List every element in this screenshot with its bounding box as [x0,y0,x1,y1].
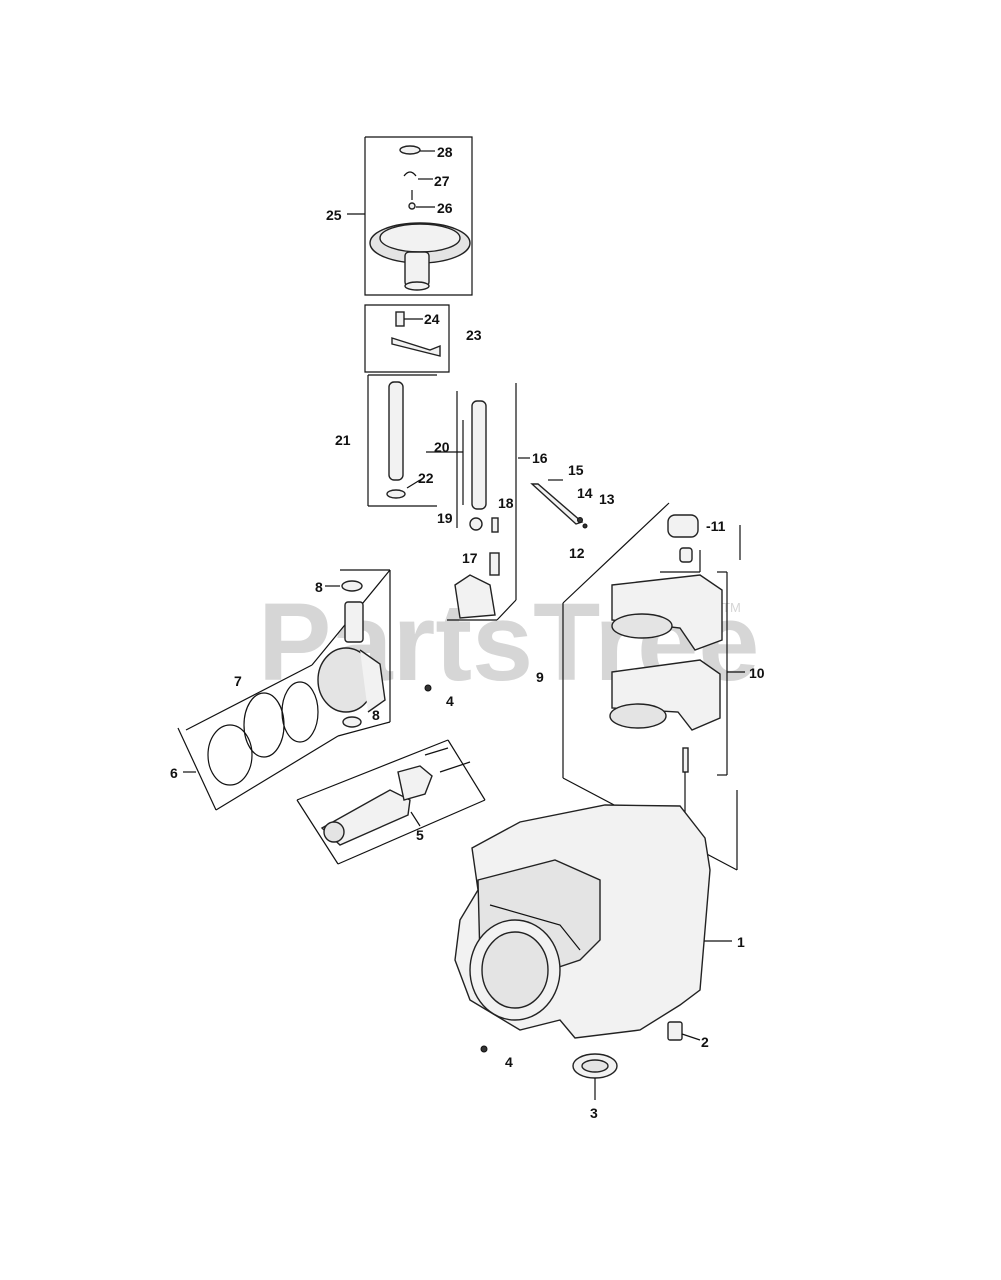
pin-18 [491,517,499,533]
callout-24[interactable]: 24 [424,311,440,327]
clip-8-lower [342,716,362,728]
callout-4-upper[interactable]: 4 [446,693,454,709]
callout-27[interactable]: 27 [434,173,450,189]
lever-arm [391,337,441,357]
callout-21[interactable]: 21 [335,432,351,448]
cap-11 [667,514,699,538]
ring-2 [243,692,285,758]
crankcase-group [454,804,732,1100]
screw-24 [395,311,405,327]
governor-shaft-group [367,374,437,507]
watermark-trademark: TM [722,600,741,615]
callout-5[interactable]: 5 [416,827,424,843]
callout-16[interactable]: 16 [532,450,548,466]
callout-17[interactable]: 17 [462,550,478,566]
callout-26[interactable]: 26 [437,200,453,216]
plug-2 [667,1021,683,1041]
callout-8-upper[interactable]: 8 [315,579,323,595]
oil-pump-group [426,383,530,621]
callout-14[interactable]: 14 [577,485,593,501]
callout-6[interactable]: 6 [170,765,178,781]
governor-shaft [388,381,404,481]
callout-1[interactable]: 1 [737,934,745,950]
callout-13[interactable]: 13 [599,491,615,507]
callout-28[interactable]: 28 [437,144,453,160]
connecting-rod-group [296,684,486,865]
callout-9[interactable]: 9 [536,669,544,685]
rod-cap [397,765,433,801]
pump-shaft [471,400,487,510]
clip-22 [386,489,406,499]
callout-11[interactable]: -11 [706,518,726,534]
governor-rod-group [530,479,588,529]
shaft-17 [489,552,500,576]
callout-4-lower[interactable]: 4 [505,1054,513,1070]
clip-27 [403,171,417,177]
ring-3 [207,724,253,786]
oil-pump-body [454,574,496,619]
callout-20[interactable]: 20 [434,439,450,455]
callout-15[interactable]: 15 [568,462,584,478]
callout-18[interactable]: 18 [498,495,514,511]
callout-19[interactable]: 19 [437,510,453,526]
callout-8-lower[interactable]: 8 [372,707,380,723]
callout-12[interactable]: 12 [569,545,585,561]
piston-pin [344,601,364,643]
dowel-4-lower [480,1045,488,1053]
callout-3[interactable]: 3 [590,1105,598,1121]
governor-gear-group [347,136,473,296]
gear-19 [469,517,483,531]
callout-25[interactable]: 25 [326,207,342,223]
rod-15 [530,483,584,525]
callout-23[interactable]: 23 [466,327,482,343]
washer-28 [399,145,421,155]
pin-26 [408,202,416,210]
governor-lever-group [364,304,450,373]
callout-7[interactable]: 7 [234,673,242,689]
callout-10[interactable]: 10 [749,665,765,681]
callout-22[interactable]: 22 [418,470,434,486]
cylinder-head-group [562,502,745,871]
callout-2[interactable]: 2 [701,1034,709,1050]
clip-8-upper [341,580,363,592]
dowel-4-upper [424,684,432,692]
piston-group [177,569,391,811]
